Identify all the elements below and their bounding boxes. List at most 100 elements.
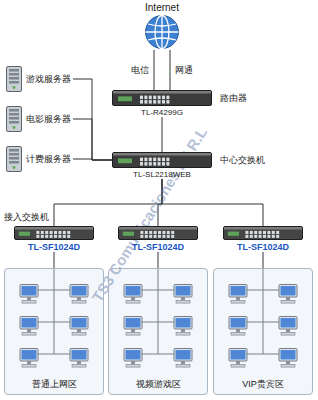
port	[154, 231, 157, 234]
port	[162, 235, 165, 238]
server-bay	[9, 113, 19, 116]
port	[254, 235, 257, 238]
port	[144, 158, 147, 162]
port	[140, 231, 143, 234]
port	[149, 231, 152, 234]
port	[149, 158, 152, 162]
port	[36, 235, 39, 238]
port	[50, 235, 53, 238]
switch-icon	[223, 226, 303, 240]
zone-name: 视频游戏区	[109, 378, 207, 391]
server-case	[7, 147, 22, 172]
port	[149, 100, 152, 104]
port	[245, 235, 248, 238]
server-case	[7, 107, 22, 132]
server-bay	[9, 153, 19, 156]
port	[158, 158, 161, 162]
network-zone: VIP贵宾区	[213, 268, 313, 395]
port	[63, 235, 66, 238]
network-zone: 视频游戏区	[108, 268, 208, 395]
network-zone: 普通上网区	[4, 268, 104, 395]
port	[140, 162, 143, 166]
switch-icon	[112, 152, 212, 168]
port	[158, 100, 161, 104]
port	[250, 235, 253, 238]
port	[153, 162, 156, 166]
globe-icon	[144, 14, 180, 50]
port	[162, 162, 165, 166]
led-panel	[118, 96, 132, 101]
zone-name: VIP贵宾区	[214, 378, 312, 391]
port	[149, 96, 152, 100]
port	[250, 231, 253, 234]
model-name: TL-R4299G	[112, 108, 212, 117]
port	[153, 100, 156, 104]
port	[162, 100, 165, 104]
server-bay	[9, 73, 19, 76]
model-name: TL-SL2218WEB	[112, 170, 212, 179]
connector	[170, 50, 171, 90]
server-case	[7, 67, 22, 92]
connector	[263, 252, 264, 268]
port	[158, 162, 161, 166]
port	[162, 158, 165, 162]
server-led	[13, 86, 16, 89]
switch-icon-body	[119, 227, 198, 240]
server-bay	[9, 149, 19, 152]
server-name: 电影服务器	[26, 113, 71, 126]
port	[167, 235, 170, 238]
port	[276, 235, 279, 238]
port	[158, 231, 161, 234]
globe-line	[148, 38, 176, 40]
server-icon	[6, 146, 22, 172]
access-switch: TL-SF1024D	[221, 226, 305, 252]
port	[263, 235, 266, 238]
globe-disc	[146, 16, 179, 49]
port	[45, 231, 48, 234]
server-node: 计费服务器	[6, 146, 73, 172]
access-switch: TL-SF1024D	[12, 226, 96, 252]
edge-label: 网通	[174, 64, 194, 77]
router-device: TL-R4299G路由器	[112, 90, 212, 117]
device-role: 中心交换机	[220, 154, 265, 167]
globe-line	[148, 24, 176, 26]
port	[263, 231, 266, 234]
switch-icon-top	[113, 153, 211, 156]
router-icon-body	[113, 91, 212, 106]
port	[272, 235, 275, 238]
port	[145, 231, 148, 234]
server-bay	[9, 121, 19, 124]
port	[171, 231, 174, 234]
port	[254, 231, 257, 234]
zone-ground	[108, 268, 208, 395]
port	[149, 162, 152, 166]
connector	[158, 252, 159, 268]
port	[158, 96, 161, 100]
server-name: 游戏服务器	[26, 73, 71, 86]
port	[149, 235, 152, 238]
port	[154, 235, 157, 238]
connector	[73, 159, 112, 160]
model-name: TL-SF1024D	[116, 242, 200, 252]
model-name: TL-SF1024D	[221, 242, 305, 252]
port	[67, 231, 70, 234]
switch-icon-body	[113, 153, 212, 168]
switch-icon-top	[224, 227, 302, 230]
port	[140, 158, 143, 162]
port	[54, 231, 57, 234]
port	[162, 231, 165, 234]
port	[36, 231, 39, 234]
port	[153, 158, 156, 162]
port	[259, 235, 262, 238]
router-icon-top	[113, 91, 211, 94]
switch-icon-top	[15, 227, 93, 230]
port	[144, 96, 147, 100]
zone-ground	[213, 268, 313, 395]
port	[166, 162, 169, 166]
port	[58, 231, 61, 234]
port	[245, 231, 248, 234]
port	[162, 96, 165, 100]
server-bay	[9, 157, 19, 160]
port	[140, 235, 143, 238]
